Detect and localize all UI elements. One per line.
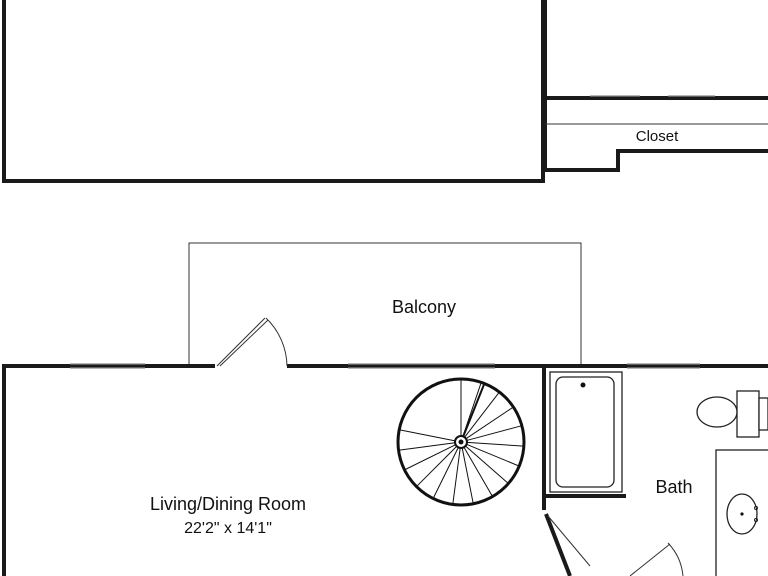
spiral-staircase [396, 377, 526, 507]
closet-label: Closet [636, 128, 679, 145]
balcony: Balcony [188, 242, 582, 364]
closet-area: Closet [543, 0, 768, 172]
stair-tread [465, 445, 509, 484]
toilet [696, 390, 768, 438]
vanity-sink [715, 449, 768, 576]
stair-tread [466, 441, 524, 447]
stair-tread [398, 442, 456, 451]
bathtub-basin [555, 376, 615, 488]
stair-tread [466, 443, 520, 467]
stair-tread [463, 446, 493, 497]
stair-tread [452, 447, 461, 505]
stair-tread [461, 447, 474, 504]
balcony-label: Balcony [392, 297, 456, 317]
stair-tread [399, 429, 456, 442]
living-walls [2, 363, 768, 576]
stair-tread [464, 391, 500, 438]
balcony-door [216, 317, 288, 367]
living-room-dimensions: 22'2" x 14'1" [184, 520, 272, 537]
stair-tread [416, 445, 458, 487]
stair-landing-edge [460, 383, 486, 443]
living-room-label: Living/Dining Room [150, 494, 306, 514]
hall-door [544, 513, 591, 576]
upper-room [2, 0, 545, 183]
stair-tread [404, 444, 456, 471]
bath-label: Bath [655, 477, 692, 497]
bathroom: Bath [542, 366, 768, 576]
tub-drain [580, 382, 586, 388]
stair-tread [432, 447, 459, 499]
stair-tread [465, 406, 514, 440]
stair-tread [466, 425, 522, 441]
bath-door [629, 542, 684, 576]
